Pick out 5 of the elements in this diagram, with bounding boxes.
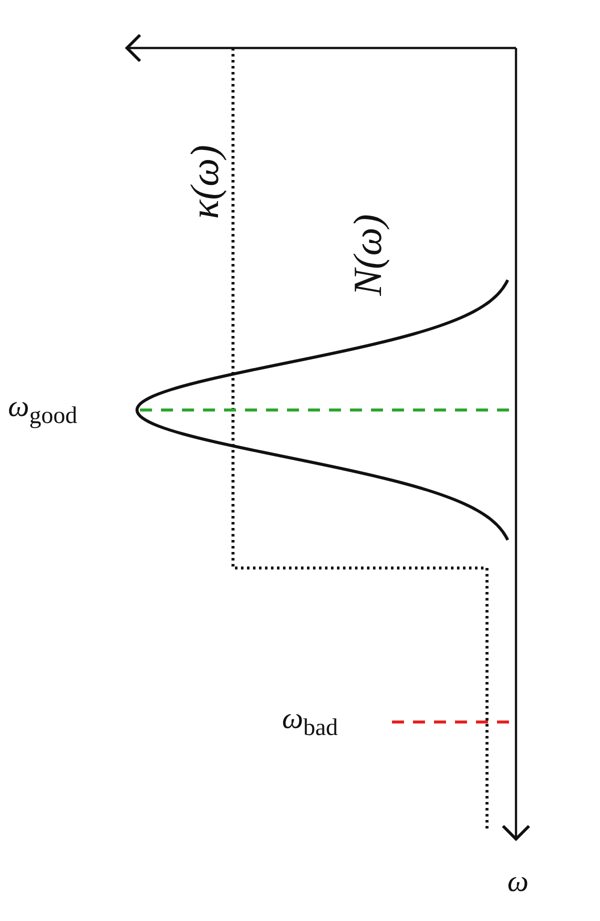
kappa-label: κ(ω) [185,144,225,220]
density-label: N(ω) [348,214,388,296]
axis-label: ω [507,867,529,897]
good-frequency-label: ω$_{good}$ [8,392,78,428]
bad-frequency-label: ω$_{bad}$ [282,704,338,740]
